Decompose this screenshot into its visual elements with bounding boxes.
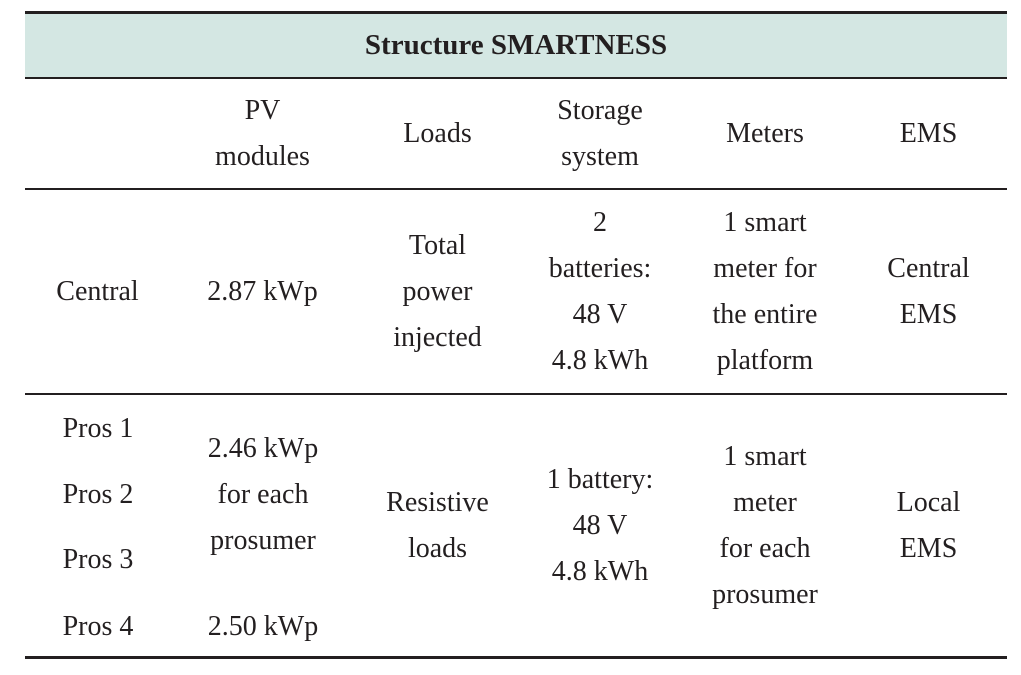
pros-loads: Resistive loads (386, 486, 489, 564)
pros-pv-shared-line-1: 2.46 kWp (207, 433, 319, 464)
pros-pv-shared-line-2: for each (217, 479, 309, 510)
title-band (25, 13, 1007, 77)
central-rule (25, 393, 1007, 395)
central-loads: Total power injected (393, 229, 482, 353)
header-blank (25, 79, 170, 188)
pros-4-pv: 2.50 kWp (207, 611, 319, 642)
pros-meters: 1 smart meter for each prosumer (712, 440, 818, 610)
pros-storage: 1 battery: 48 V 4.8 kWh (546, 463, 654, 587)
central-label: Central (56, 275, 139, 307)
table-title: Structure SMARTNESS (364, 28, 668, 61)
central-meters: 1 smart meter for the entire platform (712, 206, 818, 376)
pros-2-label: Pros 2 (62, 479, 134, 510)
central-storage: 2 batteries: 48 V 4.8 kWh (548, 206, 652, 376)
central-ems: Central EMS (887, 252, 970, 330)
title-rule (25, 77, 1007, 79)
pros-ems: Local EMS (896, 486, 961, 564)
pros-4-label: Pros 4 (62, 611, 134, 642)
pros-pv-shared-line-3: prosumer (210, 525, 316, 556)
header-loads: Loads (403, 117, 472, 149)
bottom-rule (25, 656, 1007, 659)
structure-table: Structure SMARTNESS PV modules Loads Sto… (25, 11, 1007, 659)
header-ems: EMS (899, 117, 958, 149)
header-pv-modules: PV modules (215, 94, 310, 172)
central-pv: 2.87 kWp (207, 275, 318, 307)
header-storage-system: Storage system (557, 94, 643, 172)
pros-1-label: Pros 1 (62, 413, 134, 444)
pros-3-label: Pros 3 (62, 544, 134, 575)
header-meters: Meters (726, 117, 804, 149)
top-rule (25, 11, 1007, 14)
header-rule (25, 188, 1007, 190)
